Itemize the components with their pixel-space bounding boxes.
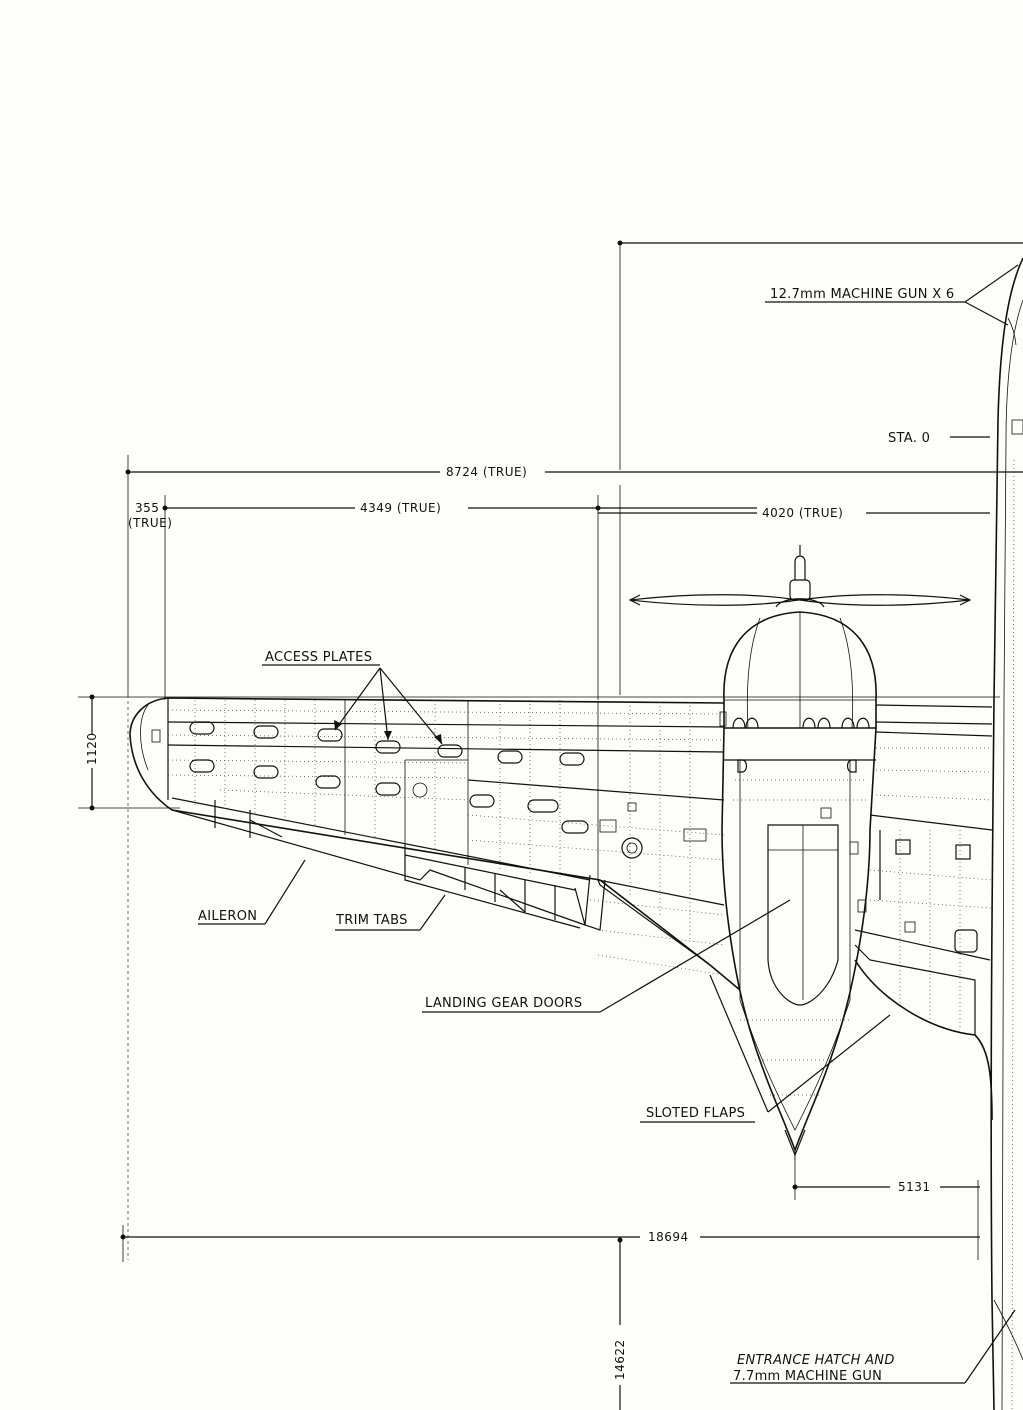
- label-sta0: STA. 0: [888, 431, 930, 446]
- dim-14622: 14622: [613, 1339, 627, 1380]
- label-entrance-hatch-line1: ENTRANCE HATCH AND: [737, 1353, 895, 1368]
- propeller: [628, 545, 972, 608]
- labels: 12.7mm MACHINE GUN X 6 STA. 0 ACCESS PLA…: [198, 287, 954, 1384]
- label-gun-x6: 12.7mm MACHINE GUN X 6: [770, 287, 954, 302]
- fuselage: [990, 257, 1023, 1410]
- leader-lines: [198, 264, 1019, 1384]
- dim-8724: 8724 (TRUE): [446, 465, 527, 479]
- label-entrance-hatch-line2: 7.7mm MACHINE GUN: [733, 1369, 882, 1384]
- engine-nacelle: [721, 611, 877, 1160]
- dim-4020: 4020 (TRUE): [762, 506, 843, 520]
- outer-wing: [129, 697, 741, 991]
- dimension-values: 8724 (TRUE) 355 (TRUE) 4349 (TRUE) 4020 …: [85, 465, 931, 1380]
- dim-5131: 5131: [898, 1180, 931, 1194]
- label-trim-tabs: TRIM TABS: [335, 913, 408, 928]
- dim-1120: 1120: [85, 732, 99, 765]
- dim-355: 355: [135, 501, 159, 515]
- label-aileron: AILERON: [198, 909, 257, 924]
- inner-wing: [854, 704, 993, 1121]
- label-access-plates: ACCESS PLATES: [265, 650, 372, 665]
- label-sloted-flaps: SLOTED FLAPS: [646, 1106, 745, 1121]
- dimension-lines: [78, 240, 1023, 1410]
- label-landing-gear-doors: LANDING GEAR DOORS: [425, 996, 582, 1011]
- dim-355-true: (TRUE): [128, 516, 172, 530]
- dim-18694: 18694: [648, 1230, 689, 1244]
- dim-4349: 4349 (TRUE): [360, 501, 441, 515]
- access-plates: [189, 711, 727, 859]
